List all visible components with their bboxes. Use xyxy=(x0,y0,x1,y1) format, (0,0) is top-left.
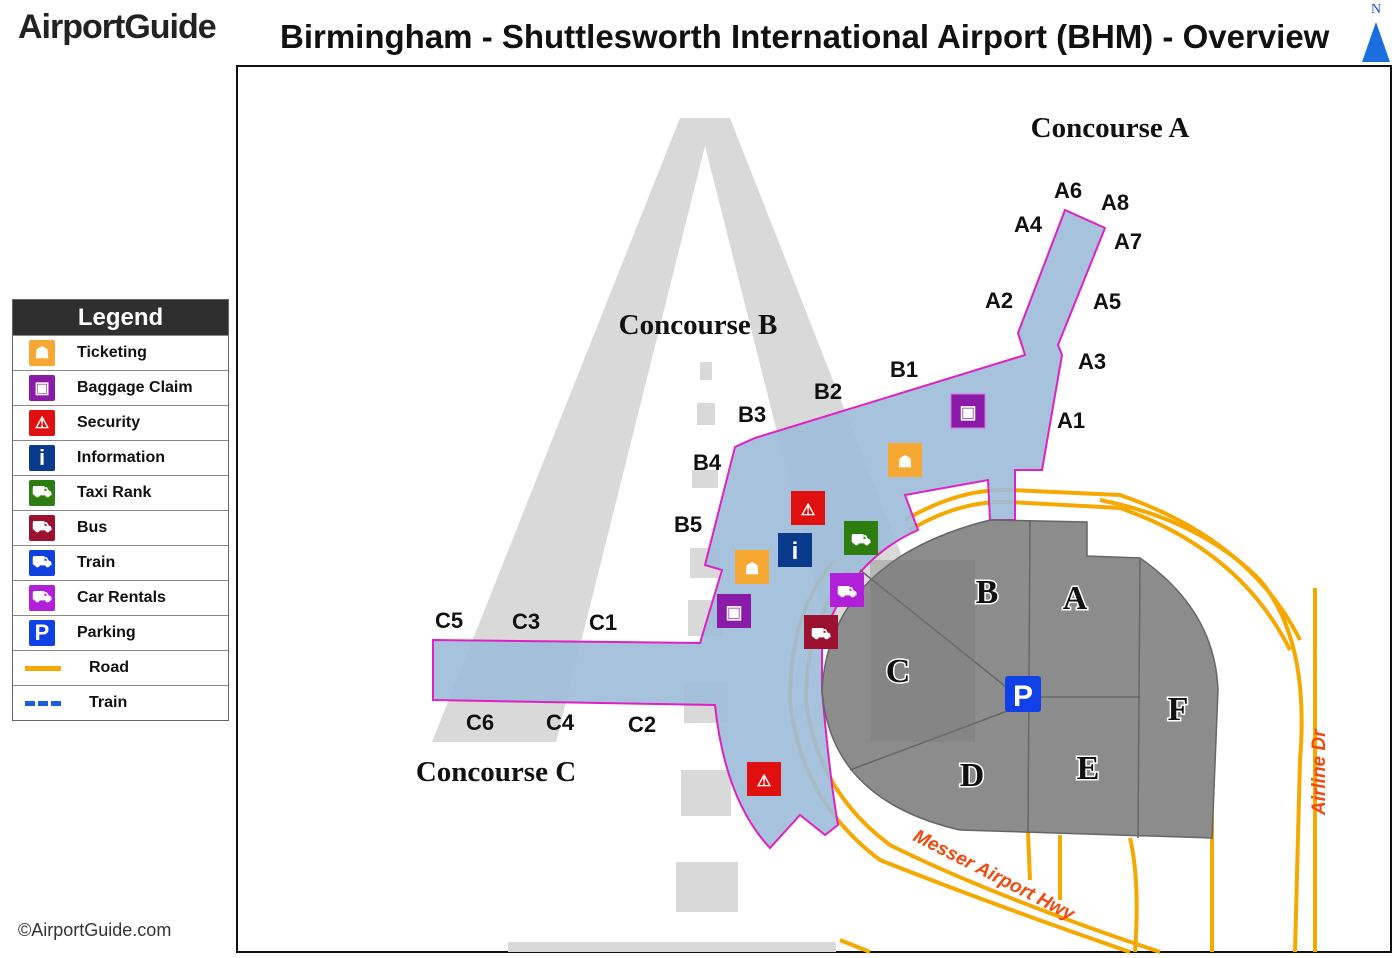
svg-text:⛟: ⛟ xyxy=(811,626,831,643)
svg-text:⛟: ⛟ xyxy=(837,584,857,601)
gate-a3: A3 xyxy=(1078,349,1106,374)
legend-label: Taxi Rank xyxy=(77,484,152,501)
section-b: B xyxy=(976,574,999,611)
section-e: E xyxy=(1077,750,1100,787)
baggage-claim-icon[interactable]: ▣ xyxy=(717,594,751,628)
north-arrow-icon xyxy=(1362,22,1390,62)
parking-icon: P xyxy=(29,620,55,646)
svg-text:▣: ▣ xyxy=(725,602,742,622)
legend-item-ticketing: ☗ Ticketing xyxy=(13,335,228,370)
legend-label: Train xyxy=(89,694,128,711)
information-icon: i xyxy=(29,445,55,471)
gate-b2: B2 xyxy=(814,379,842,404)
svg-text:⛟: ⛟ xyxy=(851,532,871,549)
airportguide-logo[interactable]: AirportGuide xyxy=(18,8,217,46)
legend-item-information: i Information xyxy=(13,440,228,475)
taxi-icon: ⛟ xyxy=(29,480,55,506)
runway-overlap xyxy=(870,560,975,742)
legend-item-train: ⛟ Train xyxy=(13,545,228,580)
road-line-icon xyxy=(25,665,61,671)
gate-b4: B4 xyxy=(693,450,722,475)
gate-c2: C2 xyxy=(628,712,656,737)
concourse-c-label: Concourse C xyxy=(416,756,576,788)
legend-label: Car Rentals xyxy=(77,589,166,606)
taxi-icon[interactable]: ⛟ xyxy=(844,521,878,555)
svg-text:▣: ▣ xyxy=(959,402,976,422)
gate-c5: C5 xyxy=(435,608,463,633)
section-f: F xyxy=(1168,691,1189,728)
gate-a8: A8 xyxy=(1101,190,1129,215)
bus-icon[interactable]: ⛟ xyxy=(804,615,838,649)
legend-label: Security xyxy=(77,414,141,431)
train-icon: ⛟ xyxy=(29,550,55,576)
section-c: C xyxy=(886,653,911,690)
legend-item-baggage-claim: ▣ Baggage Claim xyxy=(13,370,228,405)
gate-c6: C6 xyxy=(466,710,494,735)
car-rental-icon: ⛟ xyxy=(29,585,55,611)
legend-item-train-line: Train xyxy=(13,685,228,720)
legend-label: Train xyxy=(77,554,116,571)
airline-dr-label: Airline Dr xyxy=(1309,728,1330,816)
bus-icon: ⛟ xyxy=(29,515,55,541)
security-icon[interactable]: ⚠ xyxy=(747,762,781,796)
svg-text:P: P xyxy=(1013,680,1033,713)
legend-label: Parking xyxy=(77,624,136,641)
ticketing-icon: ☗ xyxy=(29,340,55,366)
ticketing-icon[interactable]: ☗ xyxy=(888,443,922,477)
svg-text:⚠: ⚠ xyxy=(757,773,771,790)
section-d: D xyxy=(960,757,985,794)
parking-section-labels: B A C F D E xyxy=(884,573,1190,796)
information-icon[interactable]: i xyxy=(778,533,812,567)
gate-a7: A7 xyxy=(1114,229,1142,254)
legend-label: Road xyxy=(89,659,129,676)
legend-item-parking: P Parking xyxy=(13,615,228,650)
section-a: A xyxy=(1063,580,1088,617)
svg-text:i: i xyxy=(792,538,799,565)
legend-label: Information xyxy=(77,449,165,466)
concourse-a-label: Concourse A xyxy=(1031,112,1190,144)
map-icons: ▣ ☗ ⚠ ⛟ i ☗ ⛟ ▣ ⛟ P ⚠ xyxy=(717,393,1041,796)
copyright: ©AirportGuide.com xyxy=(18,920,172,940)
concourse-b-label: Concourse B xyxy=(619,309,778,341)
ticketing-icon[interactable]: ☗ xyxy=(735,550,769,584)
security-icon[interactable]: ⚠ xyxy=(791,491,825,525)
legend-label: Baggage Claim xyxy=(77,379,193,396)
legend-label: Bus xyxy=(77,519,108,536)
parking-icon[interactable]: P xyxy=(1005,676,1041,713)
svg-text:☗: ☗ xyxy=(898,454,912,471)
gate-a6: A6 xyxy=(1054,178,1082,203)
legend-item-road: Road xyxy=(13,650,228,685)
gate-a2: A2 xyxy=(985,288,1013,313)
gate-labels: A6 A8 A4 A7 A2 A5 A3 A1 B1 B2 B3 B4 B5 C… xyxy=(435,178,1142,737)
train-line-icon xyxy=(25,700,61,706)
legend-item-bus: ⛟ Bus xyxy=(13,510,228,545)
gate-c4: C4 xyxy=(546,710,575,735)
gate-a4: A4 xyxy=(1014,212,1043,237)
gate-b3: B3 xyxy=(738,402,766,427)
baggage-claim-icon[interactable]: ▣ xyxy=(950,393,986,429)
gate-c3: C3 xyxy=(512,609,540,634)
gate-b1: B1 xyxy=(890,357,918,382)
car-rental-icon[interactable]: ⛟ xyxy=(830,573,864,607)
legend-item-security: ⚠ Security xyxy=(13,405,228,440)
page-title: Birmingham - Shuttlesworth International… xyxy=(280,18,1330,55)
legend-item-car-rentals: ⛟ Car Rentals xyxy=(13,580,228,615)
legend-label: Ticketing xyxy=(77,344,147,361)
gate-a5: A5 xyxy=(1093,289,1121,314)
baggage-claim-icon: ▣ xyxy=(29,375,55,401)
north-label: N xyxy=(1370,2,1382,17)
svg-text:⚠: ⚠ xyxy=(801,502,815,519)
legend-title: Legend xyxy=(13,300,228,335)
legend: Legend ☗ Ticketing ▣ Baggage Claim ⚠ Securi… xyxy=(12,299,229,721)
gate-a1: A1 xyxy=(1057,408,1085,433)
svg-text:☗: ☗ xyxy=(745,561,759,578)
gate-b5: B5 xyxy=(674,512,702,537)
north-arrow: N xyxy=(1358,2,1394,62)
legend-item-taxi-rank: ⛟ Taxi Rank xyxy=(13,475,228,510)
runway-left xyxy=(432,118,712,742)
security-icon: ⚠ xyxy=(29,410,55,436)
gate-c1: C1 xyxy=(589,610,617,635)
